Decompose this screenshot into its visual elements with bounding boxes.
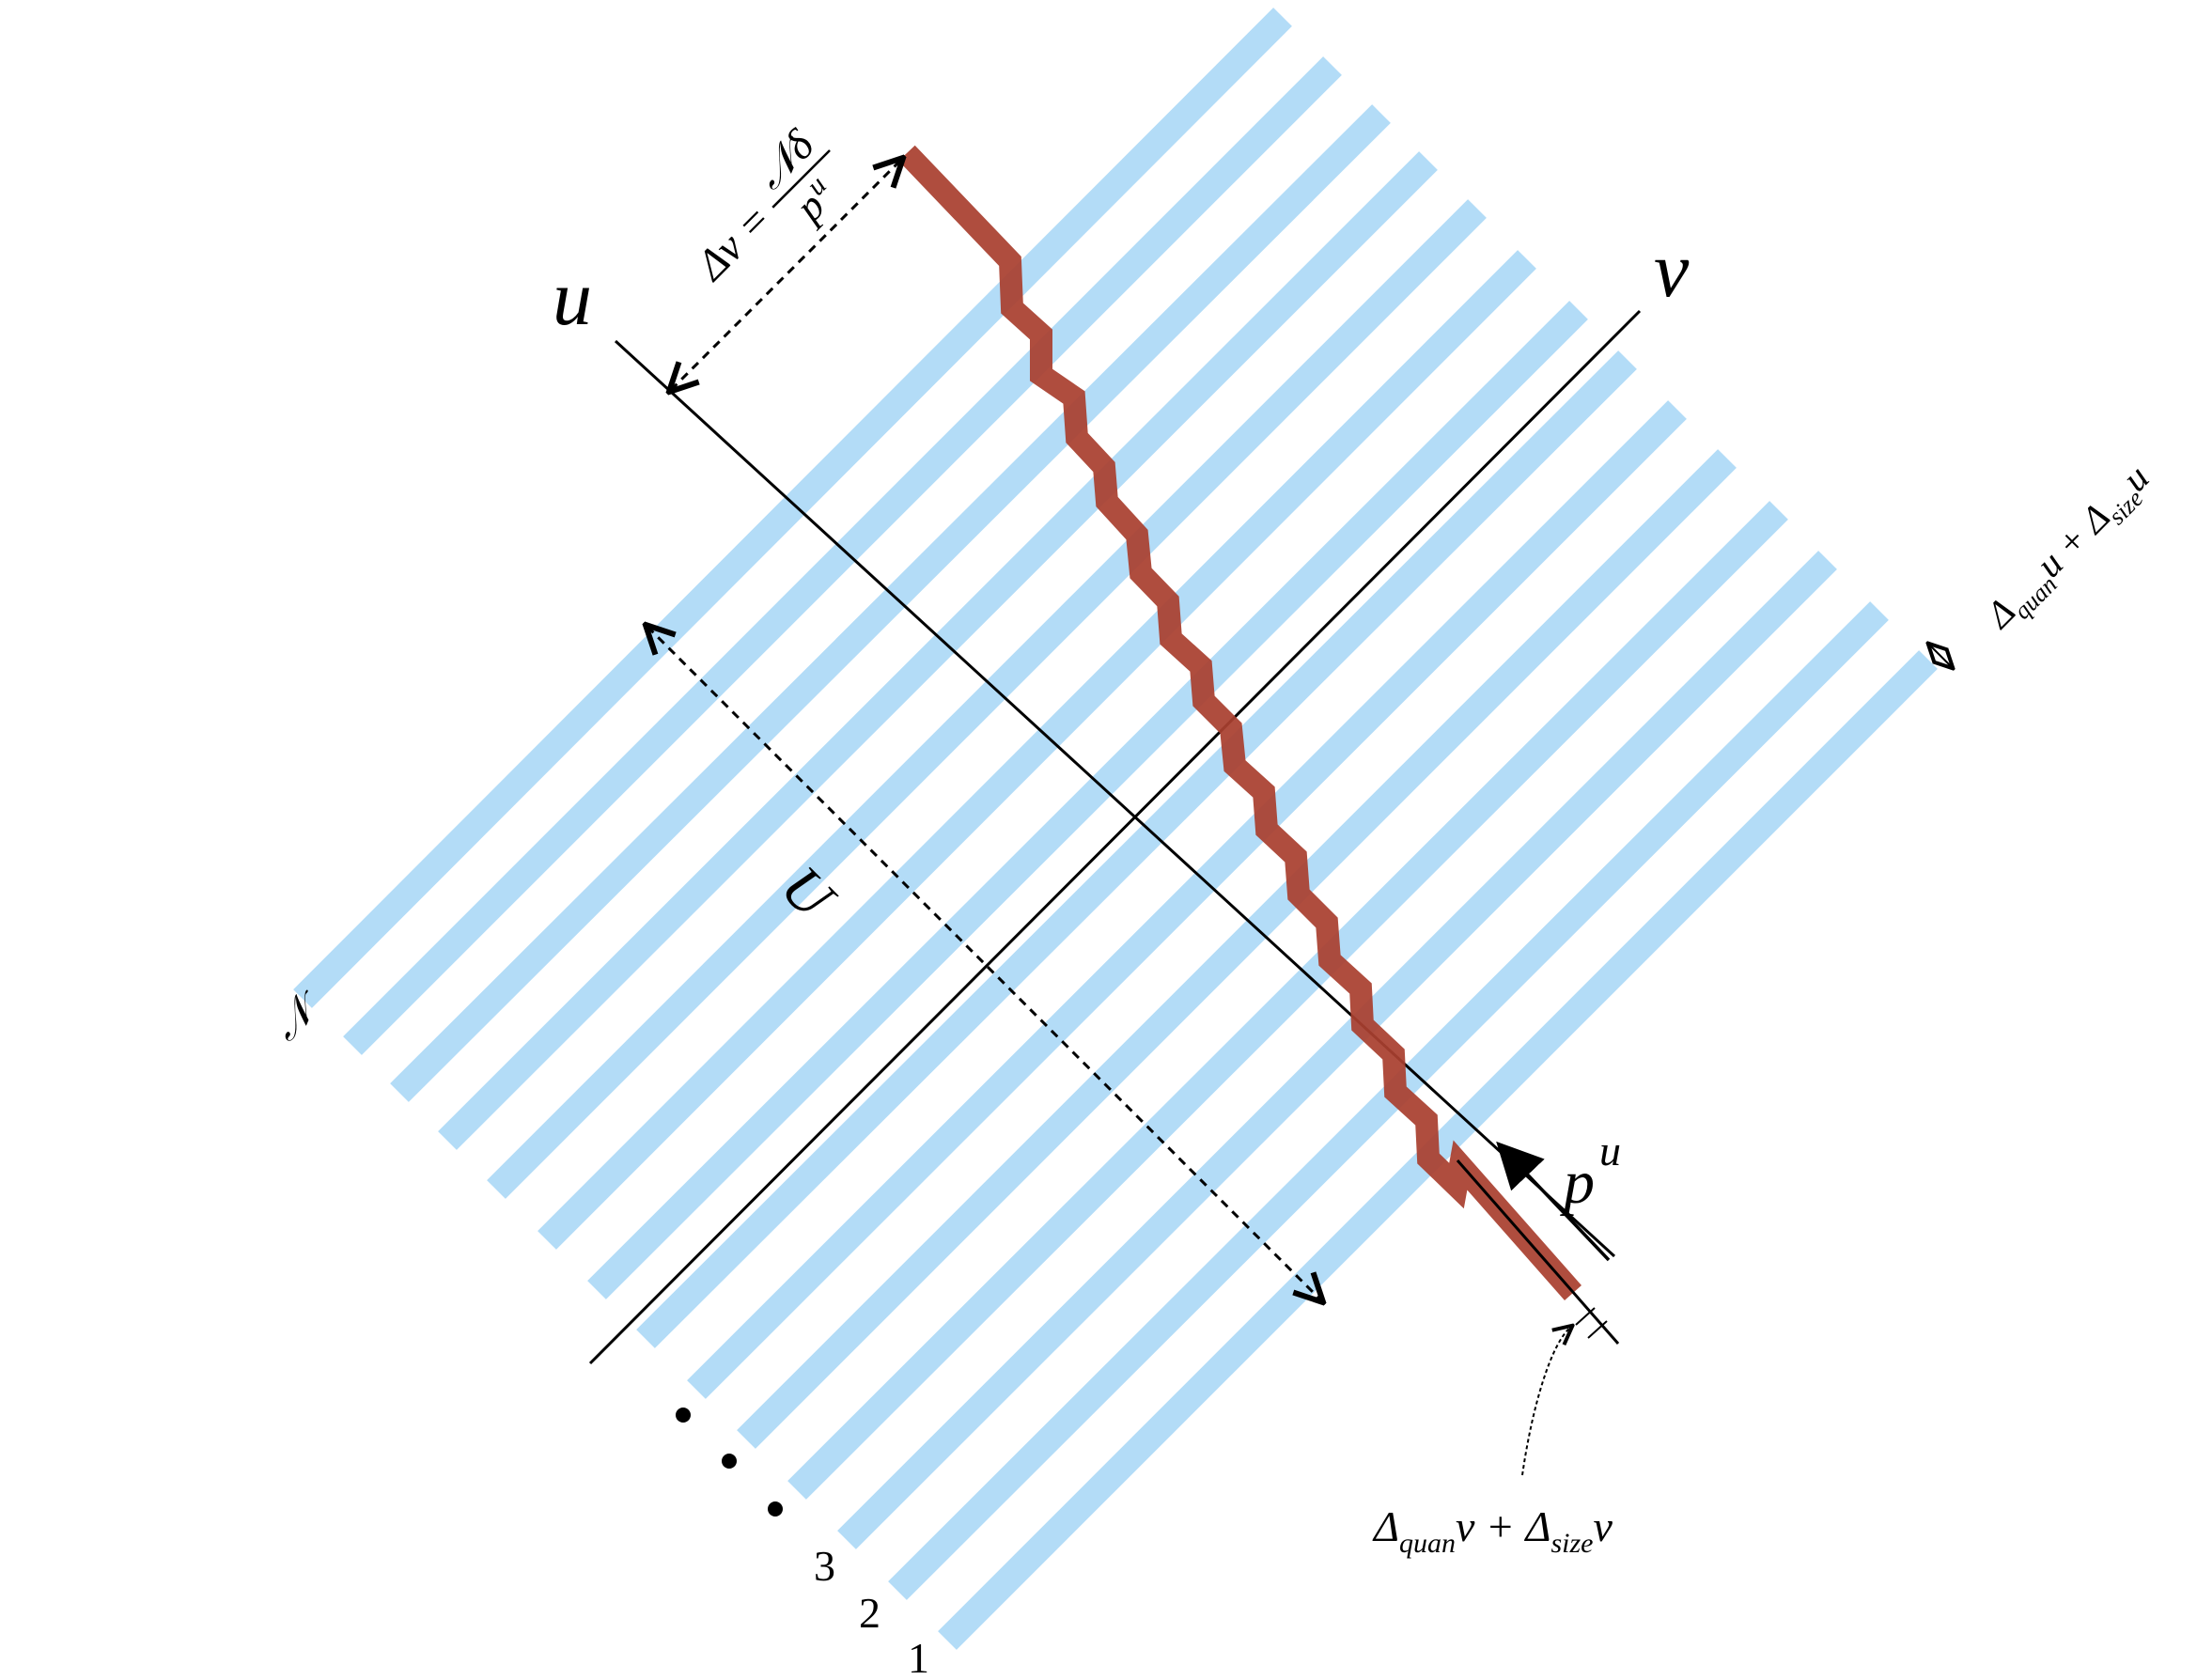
delta-v-formula: Δv = 𝒩δ p u bbox=[686, 120, 834, 289]
shell-band bbox=[837, 551, 1837, 1549]
shell-band bbox=[343, 56, 1342, 1055]
shell-band bbox=[293, 8, 1292, 1008]
delta-u-double-arrow bbox=[1929, 645, 1952, 667]
momentum-arrow bbox=[1496, 1141, 1611, 1262]
shell-band bbox=[888, 601, 1889, 1600]
worldline-end-tick bbox=[1456, 1159, 1620, 1345]
svg-text:Δquanu + Δsizeu: Δquanu + Δsizeu bbox=[1976, 456, 2161, 641]
tick-mark-1 bbox=[1575, 1307, 1596, 1326]
v-axis-label: v bbox=[1654, 226, 1690, 314]
U-dashed-arrow bbox=[647, 627, 1321, 1300]
u-axis-label: u bbox=[553, 255, 592, 342]
delta-v-pointer bbox=[1521, 1327, 1571, 1476]
shell-band bbox=[390, 104, 1391, 1102]
tick-mark-2 bbox=[1587, 1320, 1608, 1339]
shell-number-3: 3 bbox=[814, 1542, 835, 1590]
shell-number-2: 2 bbox=[859, 1589, 880, 1637]
svg-text:u: u bbox=[1599, 1127, 1621, 1174]
svg-text:Δquanv + Δsizev: Δquanv + Δsizev bbox=[1372, 1502, 1613, 1559]
svg-text:p: p bbox=[1560, 1148, 1595, 1217]
svg-text:Δv =: Δv = bbox=[686, 194, 781, 289]
delta-quan-v-label: Δquanv + Δsizev bbox=[1372, 1502, 1613, 1559]
momentum-label: p u bbox=[1560, 1127, 1621, 1217]
ellipsis bbox=[676, 1408, 783, 1517]
shell-number-1: 1 bbox=[908, 1634, 929, 1680]
delta-quan-u-label: Δquanu + Δsizeu bbox=[1976, 456, 2161, 641]
delta-v-dashed-arrow bbox=[671, 160, 901, 390]
